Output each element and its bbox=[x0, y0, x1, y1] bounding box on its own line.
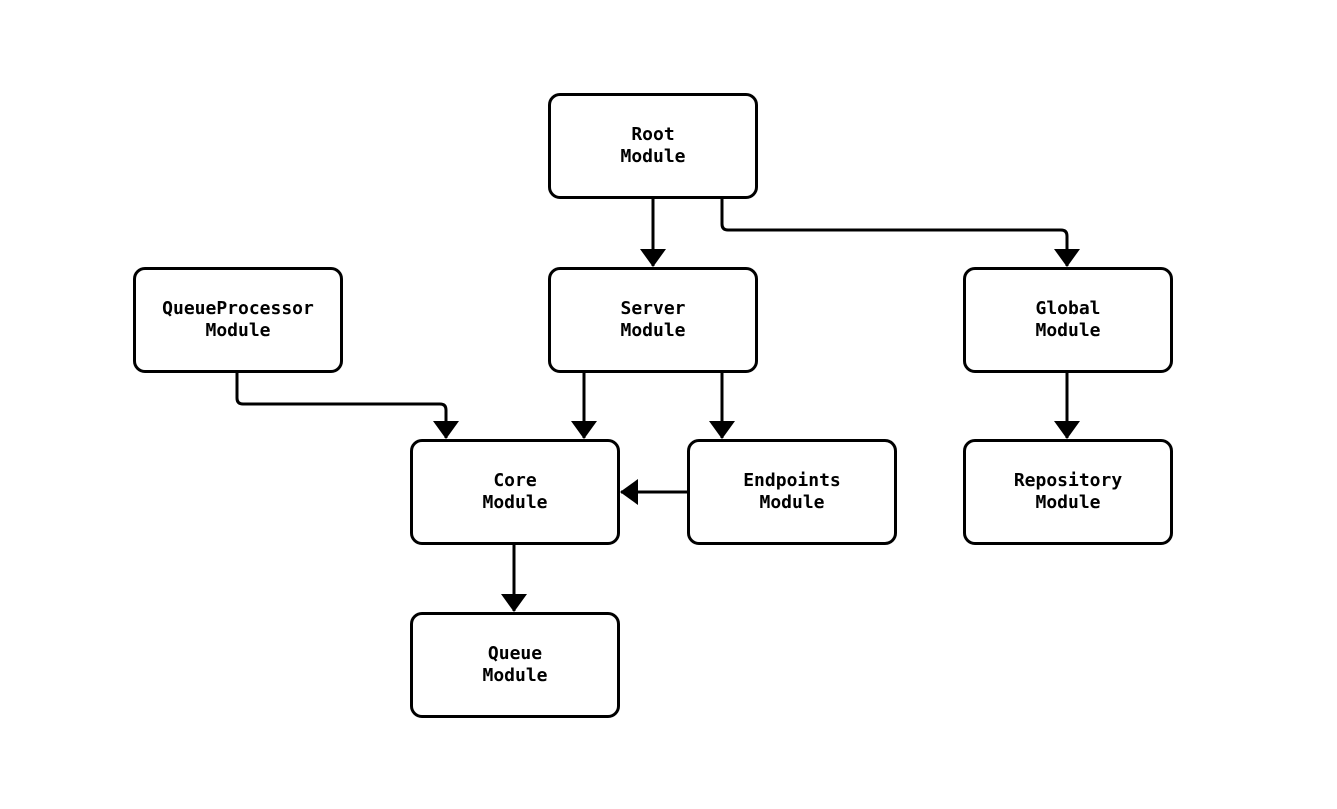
node-label-line: Module bbox=[1035, 492, 1101, 513]
node-label-line: Module bbox=[1035, 320, 1101, 341]
node-label-line: Endpoints bbox=[743, 470, 841, 491]
node-core-module: Core Module bbox=[410, 439, 620, 545]
node-label-line: Module bbox=[620, 320, 686, 341]
node-label-line: Core bbox=[493, 470, 537, 491]
node-label-line: Repository bbox=[1013, 470, 1123, 491]
node-queue-module: Queue Module bbox=[410, 612, 620, 718]
node-repository-module: Repository Module bbox=[963, 439, 1173, 545]
node-endpoints-module: Endpoints Module bbox=[687, 439, 897, 545]
node-label-line: Module bbox=[482, 665, 548, 686]
edge-queueprocessor-to-core bbox=[235, 372, 459, 439]
node-label-line: QueueProcessor bbox=[162, 298, 314, 319]
node-label-line: Module bbox=[620, 146, 686, 167]
node-label-line: Root bbox=[631, 124, 675, 145]
node-label-line: Module bbox=[482, 492, 548, 513]
node-root-module: Root Module bbox=[548, 93, 758, 199]
node-global-module: Global Module bbox=[963, 267, 1173, 373]
node-server-module: Server Module bbox=[548, 267, 758, 373]
node-label-line: Module bbox=[205, 320, 271, 341]
edge-root-to-global bbox=[720, 198, 1080, 267]
node-label-line: Global bbox=[1035, 298, 1101, 319]
node-queueprocessor-module: QueueProcessor Module bbox=[133, 267, 343, 373]
node-label-line: Module bbox=[759, 492, 825, 513]
node-label-line: Queue bbox=[487, 643, 543, 664]
node-label-line: Server bbox=[620, 298, 686, 319]
